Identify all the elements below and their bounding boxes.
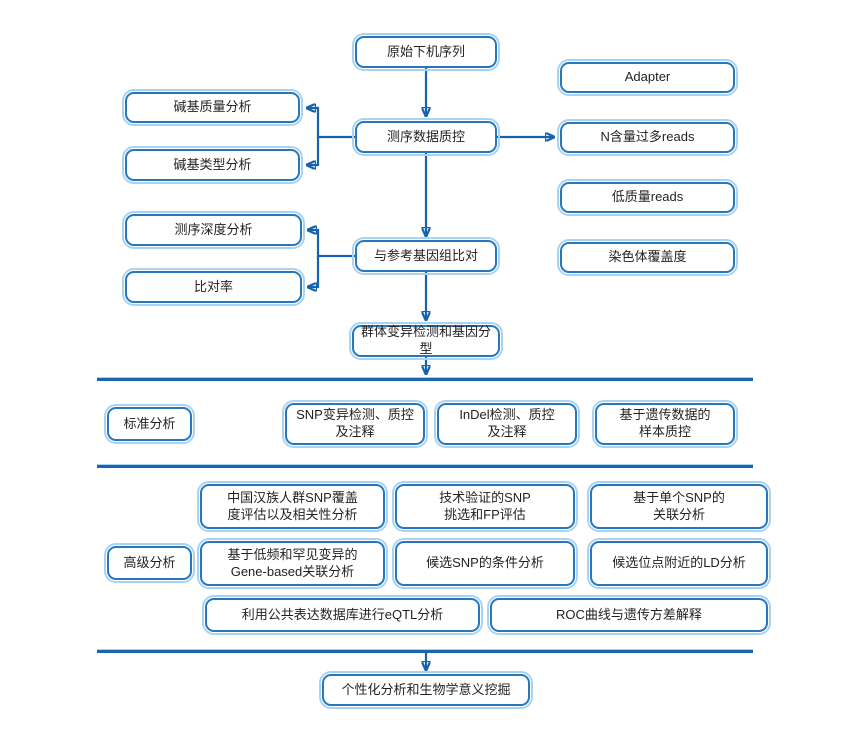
label-standard-analysis: 标准分析 [104,404,195,444]
node-eqtl: 利用公共表达数据库进行eQTL分析 [202,595,483,635]
divider-advanced-section [97,464,753,468]
arrow-qc-to-base-quality [307,108,355,139]
node-sample-qc: 基于遗传数据的 样本质控 [592,400,738,448]
node-roc: ROC曲线与遗传方差解释 [487,595,771,635]
node-personalized: 个性化分析和生物学意义挖掘 [319,671,533,709]
node-adapter: Adapter [557,59,738,96]
divider-standard-section [97,377,753,381]
node-ld-analysis: 候选位点附近的LD分析 [587,538,771,589]
node-conditional-snp: 候选SNP的条件分析 [392,538,578,589]
node-data-qc: 测序数据质控 [352,118,500,156]
label-advanced-analysis: 高级分析 [104,543,195,583]
node-align-ref: 与参考基因组比对 [352,237,500,275]
node-validated-snp: 技术验证的SNP 挑选和FP评估 [392,481,578,532]
node-variant-calling: 群体变异检测和基因分型 [349,322,503,360]
node-raw-reads: 原始下机序列 [352,33,500,71]
node-chrom-coverage: 染色体覆盖度 [557,239,738,276]
node-single-snp-assoc: 基于单个SNP的 关联分析 [587,481,771,532]
node-n-reads: N含量过多reads [557,119,738,156]
node-han-snp-coverage: 中国汉族人群SNP覆盖 度评估以及相关性分析 [197,481,388,532]
node-low-quality: 低质量reads [557,179,738,216]
node-snp-qc: SNP变异检测、质控 及注释 [282,400,428,448]
node-indel-qc: InDel检测、质控 及注释 [434,400,580,448]
node-map-rate: 比对率 [122,268,305,306]
arrow-align-to-depth [308,230,355,258]
node-depth: 测序深度分析 [122,211,305,249]
arrow-qc-to-base-type [307,137,320,165]
node-base-quality: 碱基质量分析 [122,89,303,126]
divider-bottom-section [97,649,753,653]
node-gene-based: 基于低频和罕见变异的 Gene-based关联分析 [197,538,388,589]
node-base-type: 碱基类型分析 [122,146,303,184]
arrow-align-to-maprate [308,256,320,287]
